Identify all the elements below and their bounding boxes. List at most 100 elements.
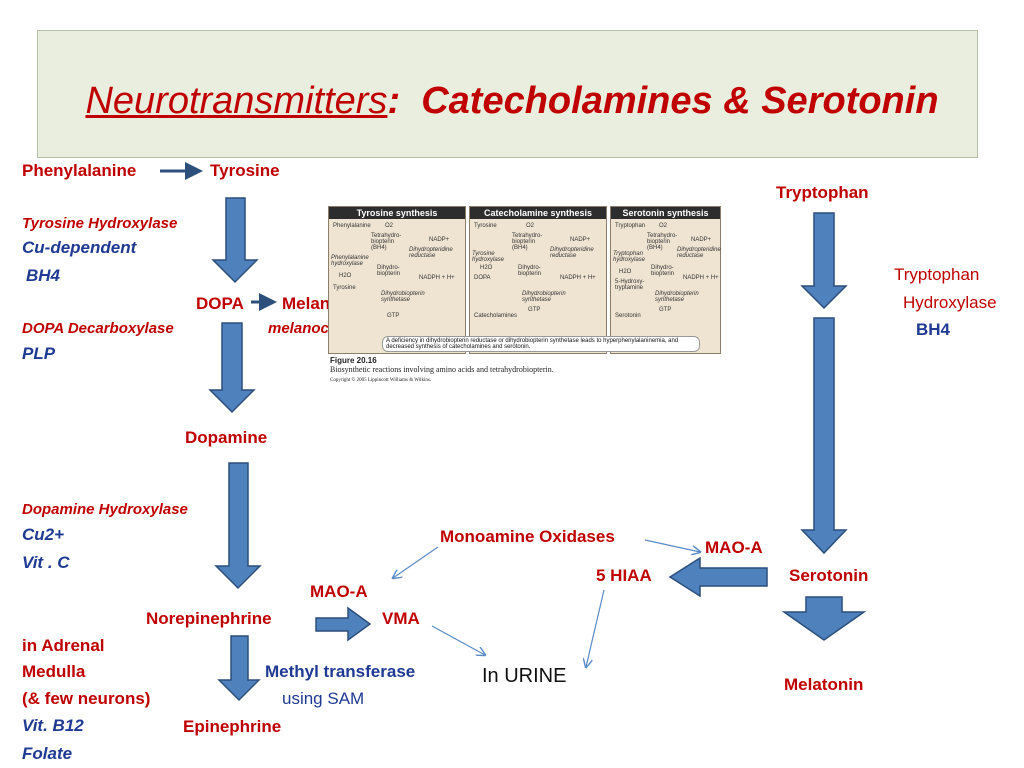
p1-nadp: NADP+ bbox=[429, 237, 450, 243]
label-5hiaa: 5 HIAA bbox=[596, 566, 652, 585]
label-plp: PLP bbox=[22, 344, 56, 363]
label-phenylalanine: Phenylalanine bbox=[22, 161, 137, 180]
panel-tyrosine-synthesis: Tyrosine synthesis Phenylalanine Tyrosin… bbox=[328, 206, 466, 354]
label-using-sam: using SAM bbox=[282, 689, 365, 708]
title-box bbox=[37, 30, 978, 158]
figure-number: Figure 20.16 bbox=[330, 356, 377, 365]
p2-tyrosine: Tyrosine bbox=[474, 223, 497, 229]
label-folate: Folate bbox=[22, 744, 73, 763]
arrow-vma-urine bbox=[431, 625, 485, 655]
arrow-mao-to-left bbox=[393, 546, 439, 578]
p1-dihydro: Dihydro-biopterin bbox=[377, 265, 401, 277]
label-cu2: Cu2+ bbox=[22, 525, 65, 544]
p2-dihydro: Dihydro-biopterin bbox=[518, 265, 542, 277]
label-melatonin: Melatonin bbox=[784, 675, 864, 694]
arrow-mao-to-right bbox=[644, 539, 700, 552]
arrow-serotonin-hiaa bbox=[668, 556, 768, 598]
p3-reductase: Dihydropteridine reductase bbox=[677, 247, 721, 259]
p3-serotonin: Serotonin bbox=[615, 313, 641, 319]
arrow-dopamine-norepinephrine bbox=[214, 462, 262, 590]
arrow-tryptophan-down bbox=[800, 212, 848, 310]
label-vitc: Vit . C bbox=[22, 553, 70, 572]
p1-o2: O2 bbox=[385, 223, 394, 229]
p1-synthetase: Dihydrobiopterin synthetase bbox=[381, 291, 425, 303]
p2-h2o: H2O bbox=[480, 265, 493, 271]
p3-nadph: NADPH + H+ bbox=[683, 275, 719, 281]
title-separator: : bbox=[387, 80, 401, 122]
label-vitb12: Vit. B12 bbox=[22, 716, 84, 735]
p3-bh4: Tetrahydro-biopterin (BH4) bbox=[647, 233, 678, 251]
p1-enzyme: Phenylalanine hydroxylase bbox=[331, 255, 369, 267]
p2-dopa: DOPA bbox=[474, 275, 491, 281]
panel-catecholamine-synthesis: Catecholamine synthesis Tyrosine DOPA Ca… bbox=[469, 206, 607, 354]
label-bh4-right: BH4 bbox=[916, 320, 951, 339]
panel-serotonin-synthesis: Serotonin synthesis Tryptophan 5-Hydroxy… bbox=[610, 206, 721, 354]
p1-bh4: Tetrahydro-biopterin (BH4) bbox=[371, 233, 402, 251]
figure-caption-text: Biosynthetic reactions involving amino a… bbox=[330, 365, 554, 374]
arrow-to-serotonin bbox=[800, 317, 848, 555]
label-epinephrine: Epinephrine bbox=[183, 717, 282, 736]
label-mao-a-left: MAO-A bbox=[310, 582, 368, 601]
p2-o2: O2 bbox=[526, 223, 535, 229]
panel-title-1: Tyrosine synthesis bbox=[329, 207, 465, 219]
label-vma: VMA bbox=[382, 609, 420, 628]
panel-title-2: Catecholamine synthesis bbox=[470, 207, 606, 219]
title-part2: Catecholamines & Serotonin bbox=[421, 80, 939, 122]
figure-copyright: Copyright © 2005 Lippincott Williams & W… bbox=[330, 378, 432, 383]
p3-5ht: 5-Hydroxy-tryptamine bbox=[615, 279, 645, 291]
label-medulla: Medulla bbox=[22, 662, 86, 681]
label-tryptophan-hydroxylase-2: Hydroxylase bbox=[903, 293, 997, 312]
label-tyrosine-hydroxylase: Tyrosine Hydroxylase bbox=[22, 215, 178, 232]
p2-nadph: NADPH + H+ bbox=[560, 275, 596, 281]
label-serotonin: Serotonin bbox=[789, 566, 869, 585]
p3-h2o: H2O bbox=[619, 269, 632, 275]
p1-nadph: NADPH + H+ bbox=[419, 275, 455, 281]
slide-title: Neurotransmitters: Catecholamines & Sero… bbox=[0, 80, 1024, 123]
p3-tryptophan: Tryptophan bbox=[615, 223, 646, 229]
arrow-hiaa-urine bbox=[586, 589, 605, 667]
p1-tyrosine: Tyrosine bbox=[333, 285, 356, 291]
p2-enzyme: Tyrosine hydroxylase bbox=[472, 251, 505, 263]
arrow-norepinephrine-vma bbox=[315, 606, 372, 642]
p3-o2: O2 bbox=[659, 223, 668, 229]
p2-nadp: NADP+ bbox=[570, 237, 591, 243]
label-in-adrenal: in Adrenal bbox=[22, 636, 105, 655]
arrow-norepinephrine-epinephrine bbox=[217, 635, 261, 702]
label-cu-dependent: Cu-dependent bbox=[22, 238, 137, 257]
label-dopa: DOPA bbox=[196, 294, 244, 313]
panel-title-3: Serotonin synthesis bbox=[611, 207, 720, 219]
label-dopamine: Dopamine bbox=[185, 428, 268, 447]
arrow-tyrosine-dopa bbox=[211, 197, 259, 284]
textbook-figure: Tyrosine synthesis Phenylalanine Tyrosin… bbox=[328, 206, 721, 354]
p3-gtp: GTP bbox=[659, 307, 672, 313]
label-tryptophan-hydroxylase-1: Tryptophan bbox=[894, 265, 980, 284]
p2-bh4: Tetrahydro-biopterin (BH4) bbox=[512, 233, 543, 251]
p3-dihydro: Dihydro-biopterin bbox=[651, 265, 675, 277]
figure-caption: Figure 20.16 Biosynthetic reactions invo… bbox=[330, 356, 730, 383]
label-monoamine-oxidases: Monoamine Oxidases bbox=[440, 527, 615, 546]
p1-gtp: GTP bbox=[387, 313, 400, 319]
label-bh4-left: BH4 bbox=[26, 266, 61, 285]
p1-h2o: H2O bbox=[339, 273, 352, 279]
p3-enzyme: Tryptophan hydroxylase bbox=[613, 251, 646, 263]
label-few-neurons: (& few neurons) bbox=[22, 689, 151, 708]
arrow-dopa-dopamine bbox=[208, 322, 256, 414]
label-tryptophan: Tryptophan bbox=[776, 183, 869, 202]
arrow-serotonin-melatonin bbox=[781, 596, 867, 641]
label-tyrosine: Tyrosine bbox=[210, 161, 280, 180]
p2-synthetase: Dihydrobiopterin synthetase bbox=[522, 291, 566, 303]
label-mao-a-right: MAO-A bbox=[705, 538, 763, 557]
label-methyl-transferase: Methyl transferase bbox=[265, 662, 416, 681]
p1-phenylalanine: Phenylalanine bbox=[333, 223, 371, 229]
label-norepinephrine: Norepinephrine bbox=[146, 609, 272, 628]
p2-gtp: GTP bbox=[528, 307, 541, 313]
label-in-urine: In URINE bbox=[482, 665, 567, 687]
figure-note: A deficiency in dihydrobiopterin reducta… bbox=[382, 336, 700, 352]
title-part1: Neurotransmitters bbox=[85, 80, 388, 122]
p2-reductase: Dihydropteridine reductase bbox=[550, 247, 594, 259]
p2-catecholamines: Catecholamines bbox=[474, 313, 518, 319]
p3-nadp: NADP+ bbox=[691, 237, 712, 243]
label-dopa-decarboxylase: DOPA Decarboxylase bbox=[22, 320, 174, 337]
p3-synthetase: Dihydrobiopterin synthetase bbox=[655, 291, 699, 303]
